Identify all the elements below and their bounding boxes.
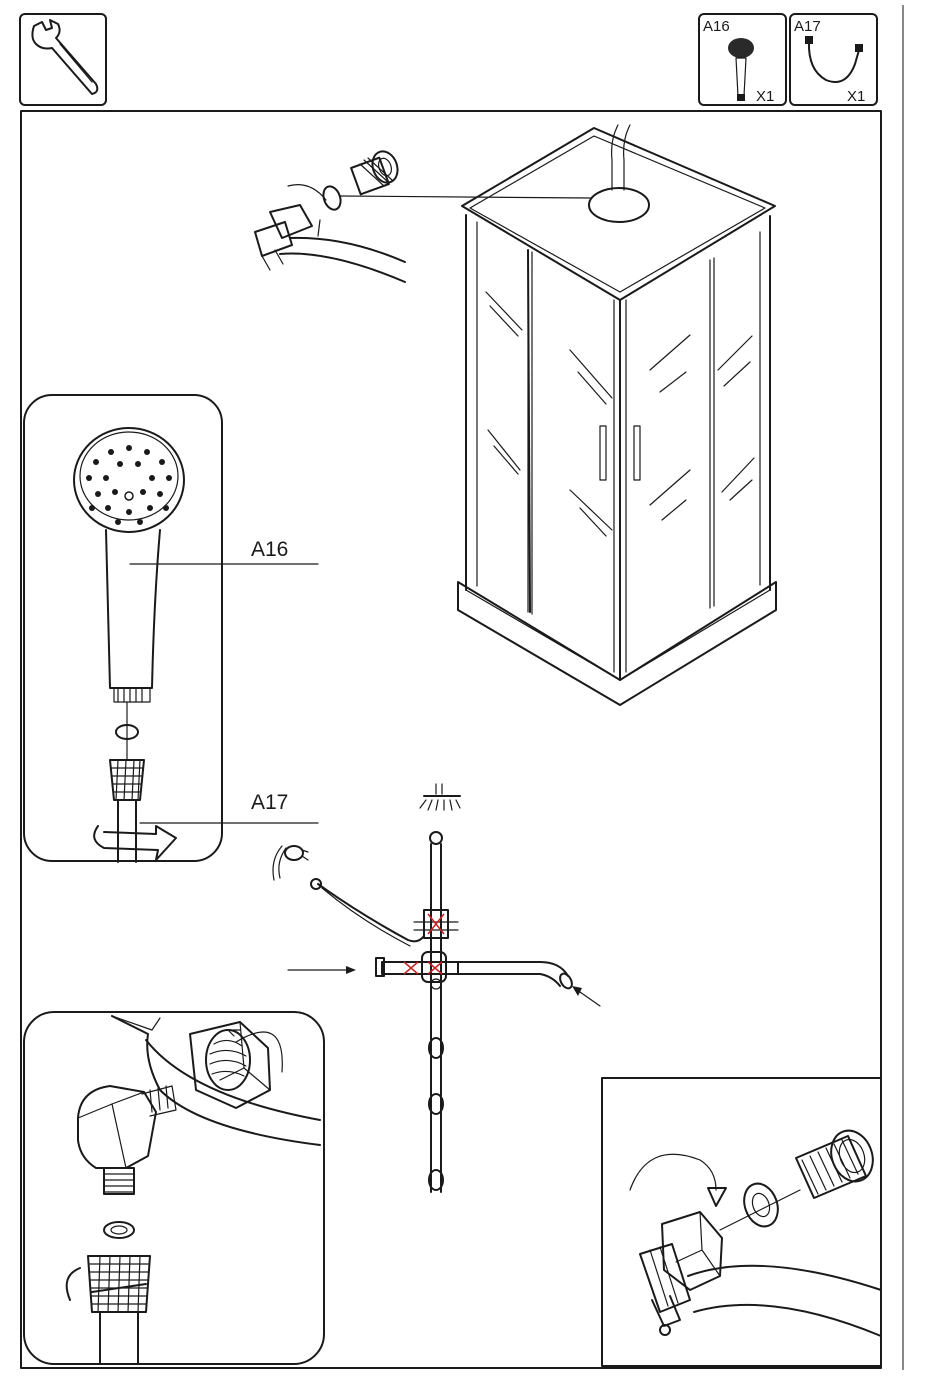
- tool-box: [20, 14, 106, 105]
- part-qty-a16: X1: [756, 88, 774, 105]
- part-box-a17: A17 X1: [790, 14, 877, 105]
- overhead-fitting-detail: [255, 148, 405, 282]
- part-box-a16: A16 X1: [699, 14, 786, 105]
- part-qty-a17: X1: [847, 88, 865, 105]
- part-code-a17: A17: [794, 18, 821, 35]
- overhead-shower-head: [589, 188, 649, 222]
- wrench-icon: [32, 20, 97, 94]
- part-code-a16: A16: [703, 18, 730, 35]
- small-hand-shower-icon: [273, 846, 308, 880]
- callout-a17: A17: [251, 791, 288, 814]
- main-frame: [21, 111, 881, 1368]
- rain-shower-icon: [420, 784, 460, 810]
- elbow-fitting-detail: [24, 1012, 324, 1364]
- shower-enclosure: [340, 125, 776, 705]
- shower-column-schematic: [273, 784, 600, 1192]
- shower-hose-icon: [805, 36, 863, 82]
- spray-holes: [86, 445, 172, 525]
- threaded-nipple-zoom: [796, 1125, 880, 1198]
- washer-zoom: [738, 1179, 783, 1231]
- threaded-nipple-top: [351, 148, 402, 194]
- hand-shower-detail: A16 A17: [24, 395, 318, 862]
- hand-shower-icon: [728, 38, 754, 101]
- hose-connection-zoom: [602, 1078, 881, 1366]
- callout-a16: A16: [251, 538, 288, 561]
